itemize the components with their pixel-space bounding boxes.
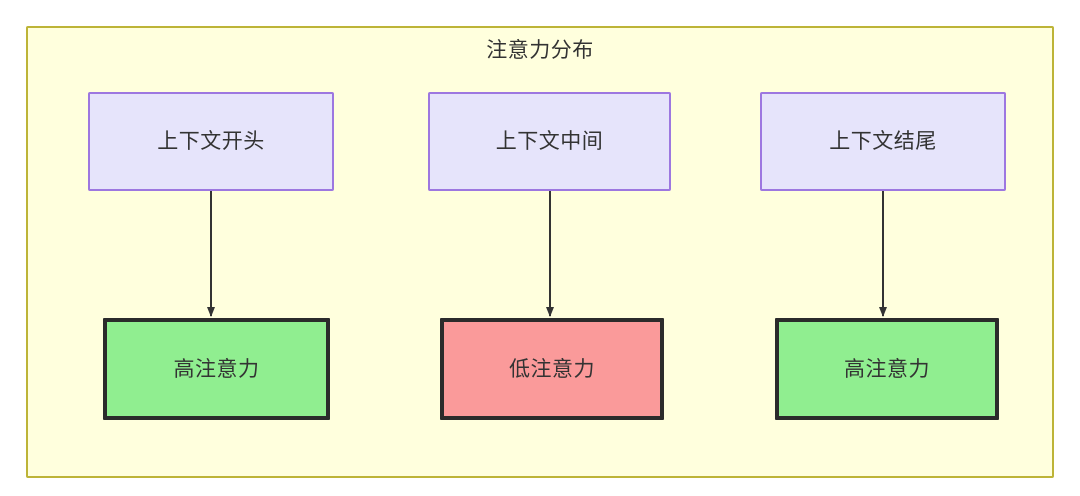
subgraph-title: 注意力分布 bbox=[486, 39, 594, 62]
node-attention-high-end[interactable]: 高注意力 bbox=[775, 318, 999, 420]
node-attention-high-start[interactable]: 高注意力 bbox=[103, 318, 330, 420]
node-context-middle[interactable]: 上下文中间 bbox=[428, 92, 671, 191]
node-label: 上下文结尾 bbox=[829, 130, 937, 153]
node-label: 高注意力 bbox=[844, 357, 930, 381]
node-context-end[interactable]: 上下文结尾 bbox=[760, 92, 1006, 191]
node-label: 高注意力 bbox=[173, 357, 260, 381]
node-label: 上下文中间 bbox=[495, 130, 604, 153]
node-label: 低注意力 bbox=[509, 357, 595, 381]
node-attention-low-middle[interactable]: 低注意力 bbox=[440, 318, 664, 420]
node-context-start[interactable]: 上下文开头 bbox=[88, 92, 334, 191]
node-label: 上下文开头 bbox=[157, 130, 265, 153]
